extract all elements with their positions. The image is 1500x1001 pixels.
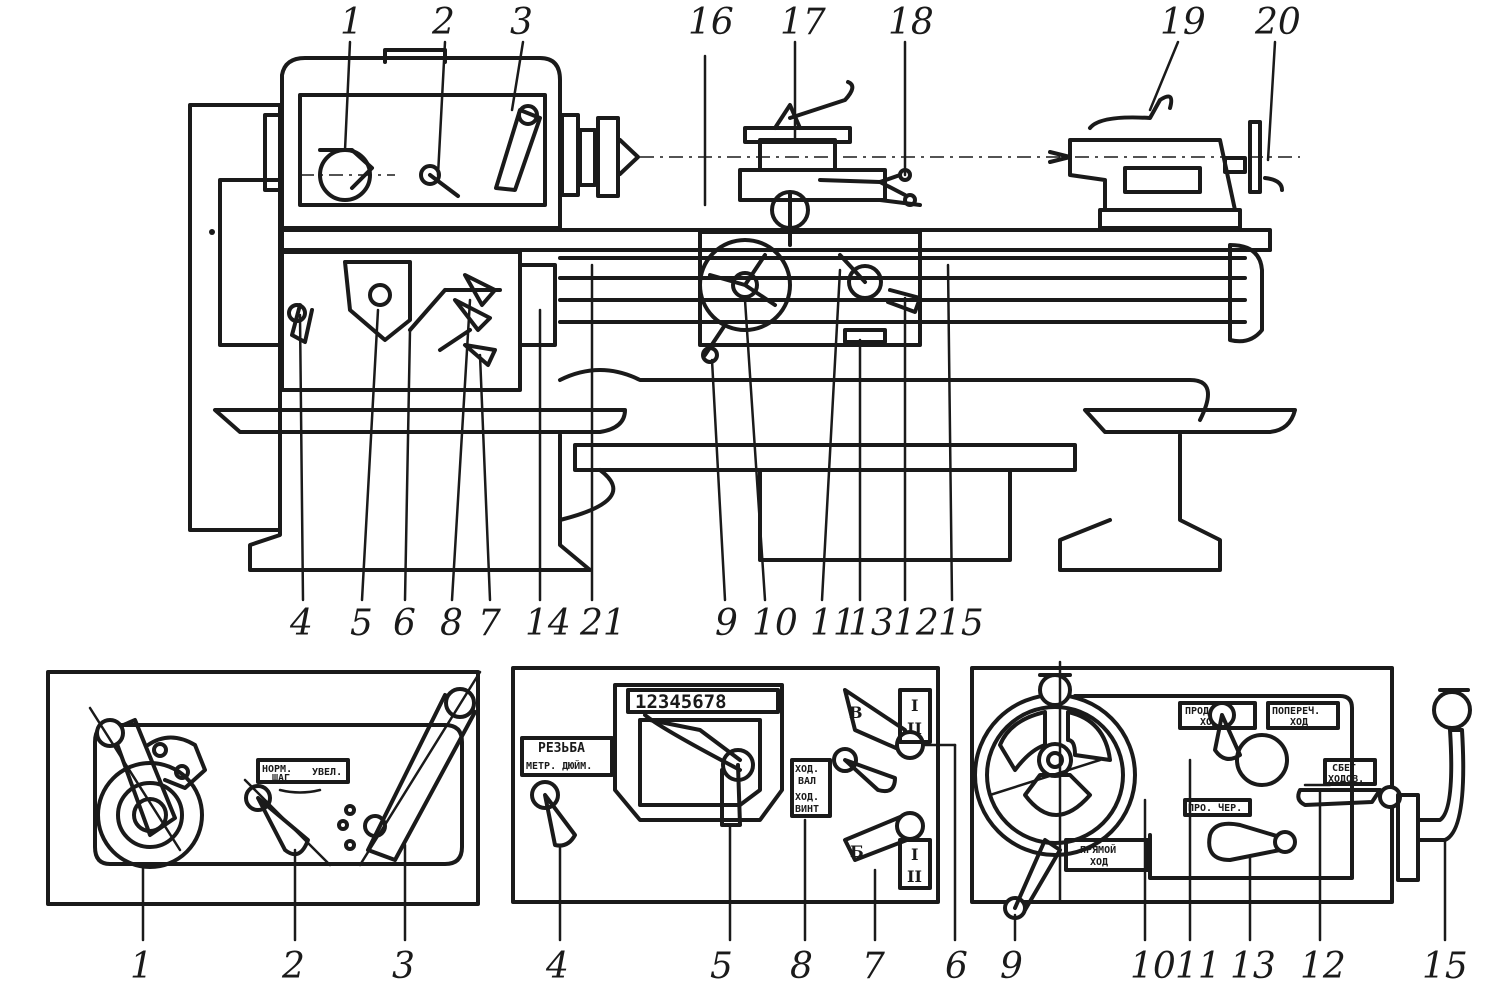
plate-pryamoi: ПРЯМОЙ: [1080, 843, 1116, 856]
callout-7-bottom: 7: [478, 603, 501, 644]
callout-9-bottom: 9: [715, 603, 738, 644]
plate-shag: ШАГ: [272, 773, 290, 784]
panel-right-callout-12: 12: [1300, 946, 1346, 987]
callout-4-bottom: 4: [289, 603, 313, 644]
callout-5-bottom: 5: [350, 603, 373, 644]
panel-right-callouts: 9 10 11 13 12 15: [1000, 788, 1468, 987]
callout-8-bottom: 8: [440, 603, 463, 644]
panel-headstock-controls: НОРМ. ШАГ УВЕЛ.: [46, 670, 482, 906]
callout-10-bottom: 10: [752, 603, 798, 644]
panel-middle-callouts: 4 5 8 7 6: [545, 743, 968, 987]
callout-21-bottom: 21: [579, 603, 626, 644]
feed-label-2: ВАЛ: [798, 776, 816, 787]
panel-right-callout-10: 10: [1130, 946, 1176, 987]
plate-sbeg: СБЕГ: [1332, 763, 1356, 774]
plate-prodol: ПРОДОЛ.: [1185, 706, 1227, 717]
letter-v: В: [849, 703, 863, 722]
top-callouts: 1 2 3 16 17 18 19 20: [340, 2, 1301, 207]
panel-left-callout-2: 2: [281, 946, 305, 987]
callout-11-bottom: 11: [810, 603, 856, 644]
callout-12-bottom: 12: [893, 603, 939, 644]
bottom-callouts: 4 5 6 8 7 14 21 9 10 11 13 12 15: [289, 263, 984, 644]
callout-16-top: 16: [688, 2, 734, 43]
plate-uvel: УВЕЛ.: [312, 767, 342, 778]
callout-3-top: 3: [510, 2, 533, 43]
callout-15-bottom: 15: [938, 603, 984, 644]
callout-2-top: 2: [431, 2, 455, 43]
callout-6-bottom: 6: [393, 603, 416, 644]
panel-left-callout-3: 3: [392, 946, 415, 987]
panel-right-callout-9: 9: [1000, 946, 1023, 987]
panel-middle-callout-4: 4: [545, 946, 569, 987]
panel-middle-callout-6: 6: [945, 946, 968, 987]
letter-b: Б: [850, 842, 864, 861]
callout-19-top: 19: [1160, 2, 1206, 43]
callout-17-top: 17: [780, 2, 826, 43]
roman-top-1: I: [911, 696, 918, 715]
panel-left-callouts: 1 2 3: [130, 843, 415, 987]
callout-13-bottom: 13: [848, 603, 894, 644]
panel-middle-callout-7: 7: [862, 946, 885, 987]
roman-top-2: II: [907, 719, 922, 738]
plate-metr-dyuim: МЕТР. ДЮЙМ.: [526, 759, 592, 772]
plate-poperech-hod: ХОД: [1290, 717, 1308, 728]
panel-right-callout-13: 13: [1230, 946, 1276, 987]
plate-rezba: РЕЗЬБА: [538, 741, 585, 756]
panel-gearbox-controls: РЕЗЬБА МЕТР. ДЮЙМ. 12345678 ХОД. ВАЛ ХОД…: [511, 666, 957, 904]
roman-bot-2: II: [907, 867, 922, 886]
roman-bot-1: I: [911, 845, 918, 864]
feed-label-3: ХОД.: [795, 792, 819, 803]
panel-right-callout-11: 11: [1175, 946, 1221, 987]
plate-sbeg-hodov: ХОДОВ.: [1328, 774, 1364, 785]
panel-right-callout-15: 15: [1422, 946, 1468, 987]
panel-middle-callout-5: 5: [710, 946, 733, 987]
plate-pro-cher: ПРО. ЧЕР.: [1188, 802, 1242, 814]
plate-norm: НОРМ.: [262, 764, 292, 775]
dial-digits: 12345678: [635, 691, 727, 713]
callout-18-top: 18: [888, 2, 934, 43]
panel-middle-callout-8: 8: [790, 946, 813, 987]
callout-20-top: 20: [1254, 2, 1301, 43]
feed-label-4: ВИНТ: [795, 804, 819, 815]
callout-1-top: 1: [340, 2, 363, 43]
feed-label-1: ХОД.: [795, 764, 819, 775]
plate-prodol-hod: ХОД: [1200, 717, 1218, 728]
panel-left-callout-1: 1: [130, 946, 153, 987]
callout-14-bottom: 14: [525, 603, 571, 644]
plate-pryamoi-hod: ХОД: [1090, 857, 1108, 868]
panel-apron-controls: ПРОДОЛ. ХОД ПОПЕРЕЧ. ХОД ПРЯМОЙ ХОД ПРО.…: [970, 660, 1472, 942]
plate-poperech: ПОПЕРЕЧ.: [1272, 705, 1320, 717]
